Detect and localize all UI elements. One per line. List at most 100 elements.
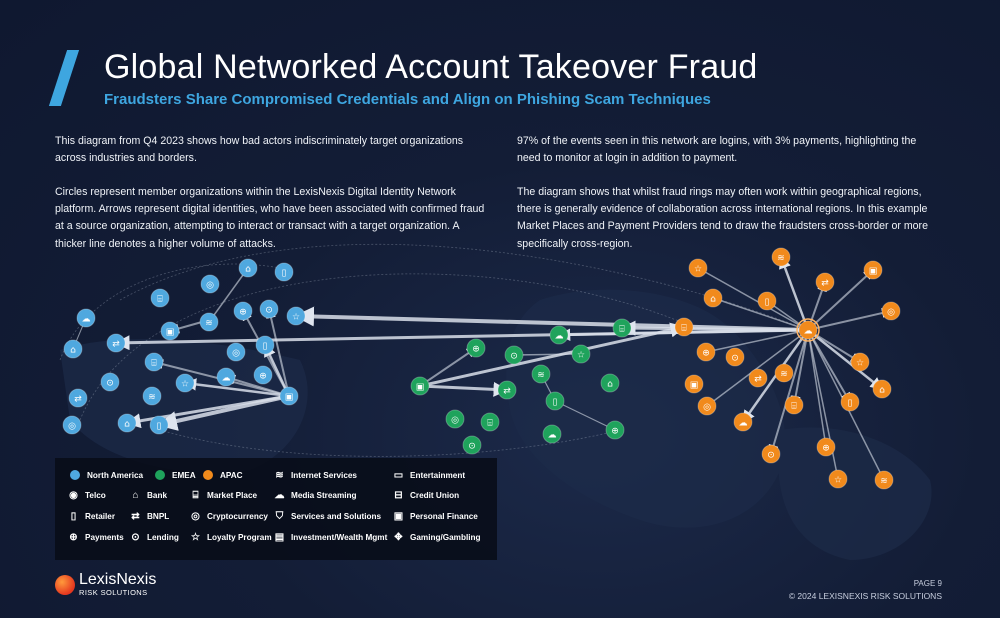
apac-node: ▣ <box>684 374 704 394</box>
svg-text:⌸: ⌸ <box>487 419 493 429</box>
wifi-icon: ≋ <box>275 470 284 481</box>
north-america-node: ⊙ <box>100 372 120 392</box>
apac-node: ☆ <box>688 258 708 278</box>
lexisnexis-logo-mark <box>55 574 75 595</box>
svg-text:☁: ☁ <box>548 431 557 441</box>
copyright: © 2024 LEXISNEXIS RISK SOLUTIONS <box>788 591 942 601</box>
network-edge <box>266 308 290 397</box>
svg-text:◎: ◎ <box>887 308 895 318</box>
svg-text:⌸: ⌸ <box>619 325 625 335</box>
investment-icon: ▤ <box>274 532 285 543</box>
lexisnexis-logo: LexisNexis RISK SOLUTIONS <box>55 572 156 597</box>
logo-sub: RISK SOLUTIONS <box>79 588 148 597</box>
svg-text:⊕: ⊕ <box>822 444 830 454</box>
svg-text:⊕: ⊕ <box>239 308 247 318</box>
network-edge <box>554 400 616 431</box>
emea-node: ◎ <box>445 409 465 429</box>
network-edge <box>225 374 290 397</box>
market-place-icon: ⌸ <box>192 490 199 501</box>
svg-text:◎: ◎ <box>206 281 214 291</box>
apac-node: ≋ <box>771 247 791 267</box>
north-america-node: ☁ <box>76 308 96 328</box>
legend-telco: ◉ Telco <box>67 489 106 502</box>
apac-dot <box>203 470 213 480</box>
svg-text:⊙: ⊙ <box>731 354 739 364</box>
svg-text:▯: ▯ <box>848 399 853 409</box>
svg-text:≋: ≋ <box>777 254 785 264</box>
legend-internet-services: ≋ Internet Services <box>273 469 357 482</box>
svg-text:◎: ◎ <box>451 416 459 426</box>
svg-text:⊕: ⊕ <box>702 349 710 359</box>
svg-text:☁: ☁ <box>82 315 91 325</box>
legend-panel: North America EMEA APAC ≋ Internet Servi… <box>55 458 497 560</box>
legend-bank: ⌂ Bank <box>129 489 167 502</box>
apac-node: ☁ <box>798 320 818 340</box>
north-america-node: ⌂ <box>238 258 258 278</box>
network-faint-edge <box>59 263 291 361</box>
network-edge <box>706 329 809 407</box>
network-edge <box>790 329 809 406</box>
svg-text:☆: ☆ <box>181 380 189 390</box>
apac-node: ⌂ <box>872 379 892 399</box>
svg-text:⊙: ⊙ <box>510 352 518 362</box>
svg-text:◎: ◎ <box>703 403 711 413</box>
payments-icon: ⊕ <box>69 532 78 543</box>
svg-text:⌂: ⌂ <box>245 265 251 275</box>
legend-gaming-gambling: ✥ Gaming/Gambling <box>392 531 480 544</box>
north-america-node: ◎ <box>226 342 246 362</box>
apac-node: ▯ <box>757 291 777 311</box>
network-edge <box>807 329 829 448</box>
emea-node: ⊙ <box>462 435 482 455</box>
svg-text:⇄: ⇄ <box>74 395 82 405</box>
north-america-node: ⊕ <box>233 301 253 321</box>
north-america-node: ◎ <box>62 415 82 435</box>
apac-node: ⌸ <box>674 317 694 337</box>
north-america-node: ⌸ <box>150 288 170 308</box>
apac-node: ⌸ <box>784 395 804 415</box>
emea-node: ⊕ <box>605 420 625 440</box>
svg-text:⇄: ⇄ <box>503 387 511 397</box>
svg-text:▯: ▯ <box>765 298 770 308</box>
svg-text:⌸: ⌸ <box>791 402 797 412</box>
legend-apac: APAC <box>203 470 243 480</box>
apac-node: ≋ <box>774 363 794 383</box>
gaming-icon: ✥ <box>394 532 403 543</box>
legend-loyalty-program: ☆ Loyalty Program <box>189 531 272 544</box>
network-nodes: ⌂▯◎⌸☁⊕⊙☆≋▣⇄⌂▯◎⌸☁⊕⊙☆≋▣⇄⌂▯◎⌸☁⊕⊙☆≋▣⇄⌂▯◎⌸☁⊕⊙… <box>62 247 901 490</box>
svg-text:▯: ▯ <box>282 269 287 279</box>
emea-node: ▯ <box>545 391 565 411</box>
services-icon: ⛉ <box>275 511 284 522</box>
apac-node: ☁ <box>733 412 753 432</box>
north-america-dot <box>70 470 80 480</box>
credit-union-icon: ⊟ <box>394 490 403 501</box>
personal-finance-icon: ▣ <box>393 511 404 522</box>
svg-text:☁: ☁ <box>222 374 231 384</box>
svg-text:⌂: ⌂ <box>607 380 613 390</box>
svg-text:▣: ▣ <box>690 381 699 391</box>
telco-icon: ◉ <box>69 490 78 501</box>
svg-text:⊕: ⊕ <box>611 427 619 437</box>
svg-text:⊙: ⊙ <box>265 306 273 316</box>
svg-text:⇄: ⇄ <box>754 375 762 385</box>
svg-text:☆: ☆ <box>292 313 300 323</box>
network-edge <box>705 329 809 355</box>
svg-text:⇄: ⇄ <box>112 340 120 350</box>
collaboration-paragraph: The diagram shows that whilst fraud ring… <box>517 186 928 250</box>
legend-media-streaming: ☁ Media Streaming <box>274 490 357 501</box>
emea-node: ≋ <box>531 364 551 384</box>
emea-node: ☁ <box>549 325 569 345</box>
network-edge <box>419 381 509 397</box>
emea-node: ⊙ <box>504 345 524 365</box>
north-america-node: ⌂ <box>117 413 137 433</box>
svg-text:▯: ▯ <box>553 398 558 408</box>
legend-services-and-solutions: ⛉ Services and Solutions <box>273 510 381 523</box>
legend-personal-finance: ▣ Personal Finance <box>393 511 478 522</box>
apac-node: ≋ <box>874 470 894 490</box>
svg-text:⇄: ⇄ <box>821 279 829 289</box>
svg-text:≋: ≋ <box>780 370 788 380</box>
legend-retailer: ▯ Retailer <box>67 510 115 523</box>
events-paragraph: 97% of the events seen in this network a… <box>517 135 917 165</box>
apac-node: ◎ <box>881 301 901 321</box>
apac-node: ⊙ <box>725 347 745 367</box>
emea-node: ▣ <box>410 376 430 396</box>
